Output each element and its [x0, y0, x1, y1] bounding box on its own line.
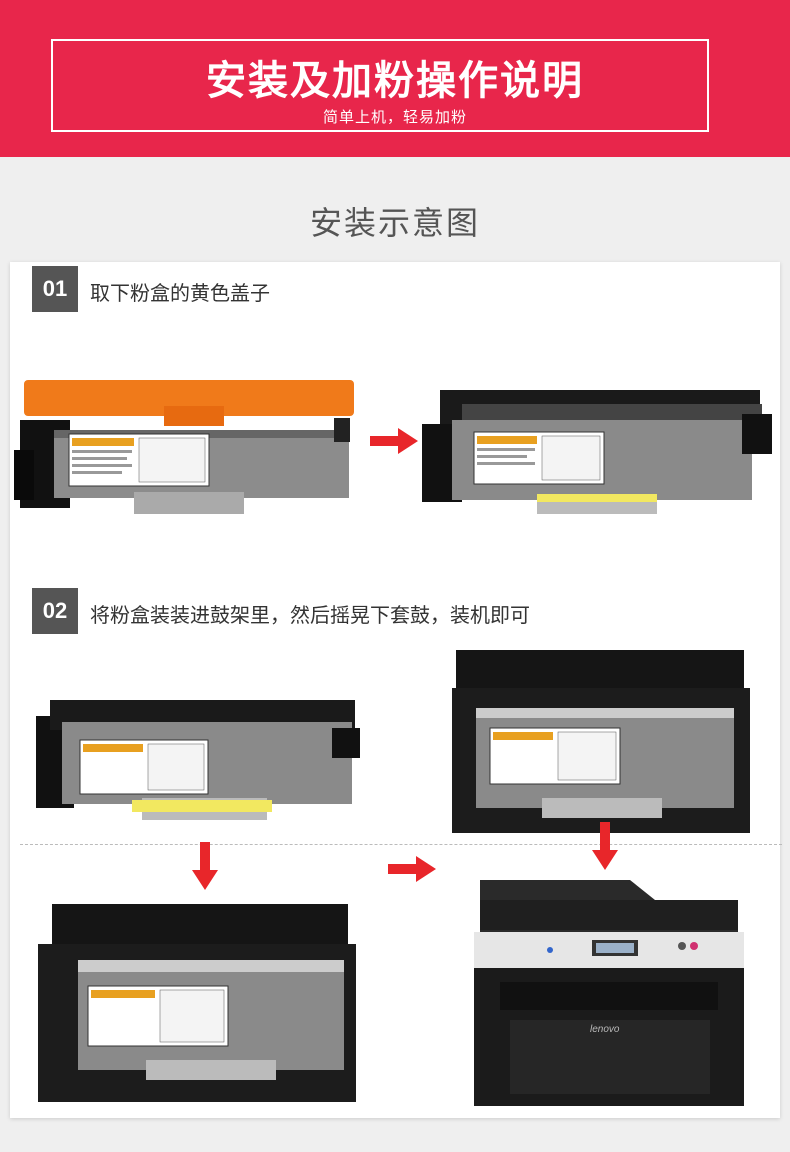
toner-cartridge-image — [36, 700, 360, 820]
header-banner: 安装及加粉操作说明 简单上机，轻易加粉 — [0, 0, 790, 157]
down-arrow-icon — [192, 842, 218, 890]
toner-cartridge-with-cap-image — [14, 380, 354, 514]
drum-unit-image — [38, 904, 356, 1102]
step-1-text: 取下粉盒的黄色盖子 — [90, 281, 270, 305]
printer-image: lenovo — [474, 880, 744, 1106]
banner-frame — [51, 39, 709, 132]
step-2-text: 将粉盒装装进鼓架里，然后摇晃下套鼓，装机即可 — [90, 603, 530, 627]
step-2-number: 02 — [32, 588, 78, 634]
down-arrow-icon — [592, 822, 618, 870]
section-title: 安装示意图 — [309, 204, 480, 242]
printer-brand-label: lenovo — [590, 1024, 620, 1035]
toner-cartridge-image — [422, 390, 772, 514]
right-arrow-icon — [370, 428, 418, 454]
right-arrow-icon — [388, 856, 436, 882]
step-1-number: 01 — [32, 266, 78, 312]
drum-unit-image — [452, 650, 750, 833]
page-title: 安装及加粉操作说明 — [206, 58, 584, 104]
step-divider — [20, 844, 782, 845]
page-subtitle: 简单上机，轻易加粉 — [322, 108, 467, 126]
